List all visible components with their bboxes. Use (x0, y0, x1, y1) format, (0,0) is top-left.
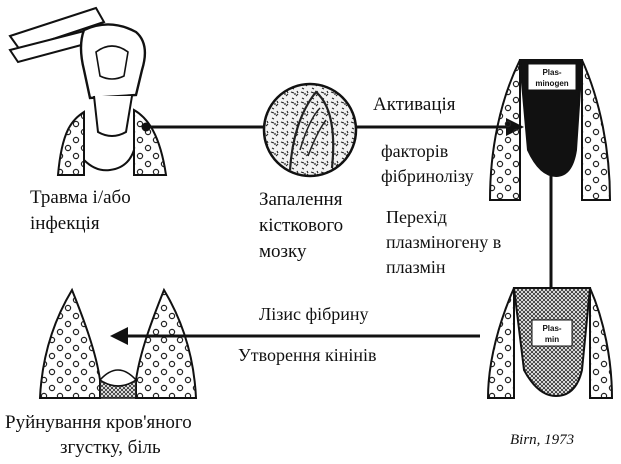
activation-label: Активація (373, 94, 456, 115)
inflammation-label-line3: мозку (259, 241, 307, 262)
transition-label-line1: Перехід (386, 207, 447, 227)
destruction-label-line1: Руйнування кров'яного (5, 412, 192, 433)
plasminogen-label-bottom: minogen (535, 79, 568, 88)
citation-label: Birn, 1973 (510, 432, 574, 448)
plasminogen-label-top: Plas- (542, 68, 561, 77)
lysis-arrowhead-icon (110, 327, 128, 345)
lysis-label: Лізис фібрину (259, 304, 369, 324)
trauma-label-line2: інфекція (30, 213, 100, 234)
factors-label-line2: фібринолізу (381, 166, 474, 186)
plasmin-label-top: Plas- (542, 324, 561, 333)
inflammation-label-line1: Запалення (259, 189, 343, 210)
destroyed-clot-socket-illustration (40, 290, 196, 398)
transition-label-line2: плазміногену в (386, 232, 501, 252)
tooth-extraction-illustration (10, 8, 166, 175)
bone-marrow-inflammation-illustration (264, 84, 356, 176)
factors-label-line1: факторів (381, 141, 448, 161)
kinins-label: Утворення кінінів (238, 345, 377, 365)
transition-label-line3: плазмін (386, 257, 446, 277)
plasmin-label-bottom: min (545, 335, 559, 344)
trauma-label-line1: Травма і/або (30, 187, 131, 208)
destruction-label-line2: згустку, біль (60, 437, 161, 458)
plasmin-socket-illustration: Plas- min (488, 288, 612, 398)
inflammation-label-line2: кісткового (259, 215, 343, 236)
